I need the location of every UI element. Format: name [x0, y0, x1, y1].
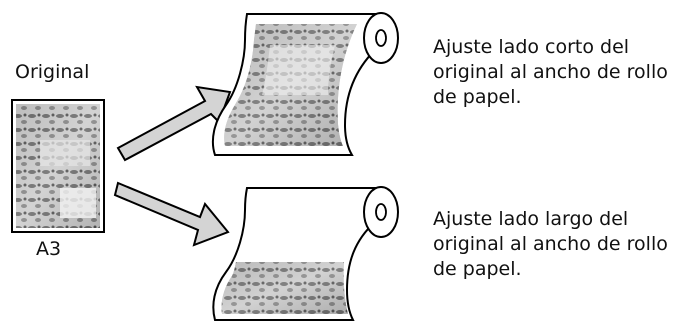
- description-line: original al ancho de rollo: [433, 233, 668, 255]
- paper-size-label: A3: [36, 238, 62, 260]
- short-side-fit-description: Ajuste lado corto del original al ancho …: [433, 35, 668, 110]
- description-line: de papel.: [433, 258, 522, 280]
- roll-short-side-fit: [211, 12, 399, 156]
- description-line: Ajuste lado largo del: [433, 208, 629, 230]
- long-side-fit-description: Ajuste lado largo del original al ancho …: [433, 207, 668, 282]
- description-line: de papel.: [433, 86, 522, 108]
- original-label: Original: [15, 61, 90, 83]
- roll-long-side-fit: [212, 186, 399, 321]
- description-line: original al ancho de rollo: [433, 61, 668, 83]
- arrow-to-long-side-fit: [113, 181, 230, 247]
- description-line: Ajuste lado corto del: [433, 36, 630, 58]
- original-a3-sheet: [11, 99, 105, 233]
